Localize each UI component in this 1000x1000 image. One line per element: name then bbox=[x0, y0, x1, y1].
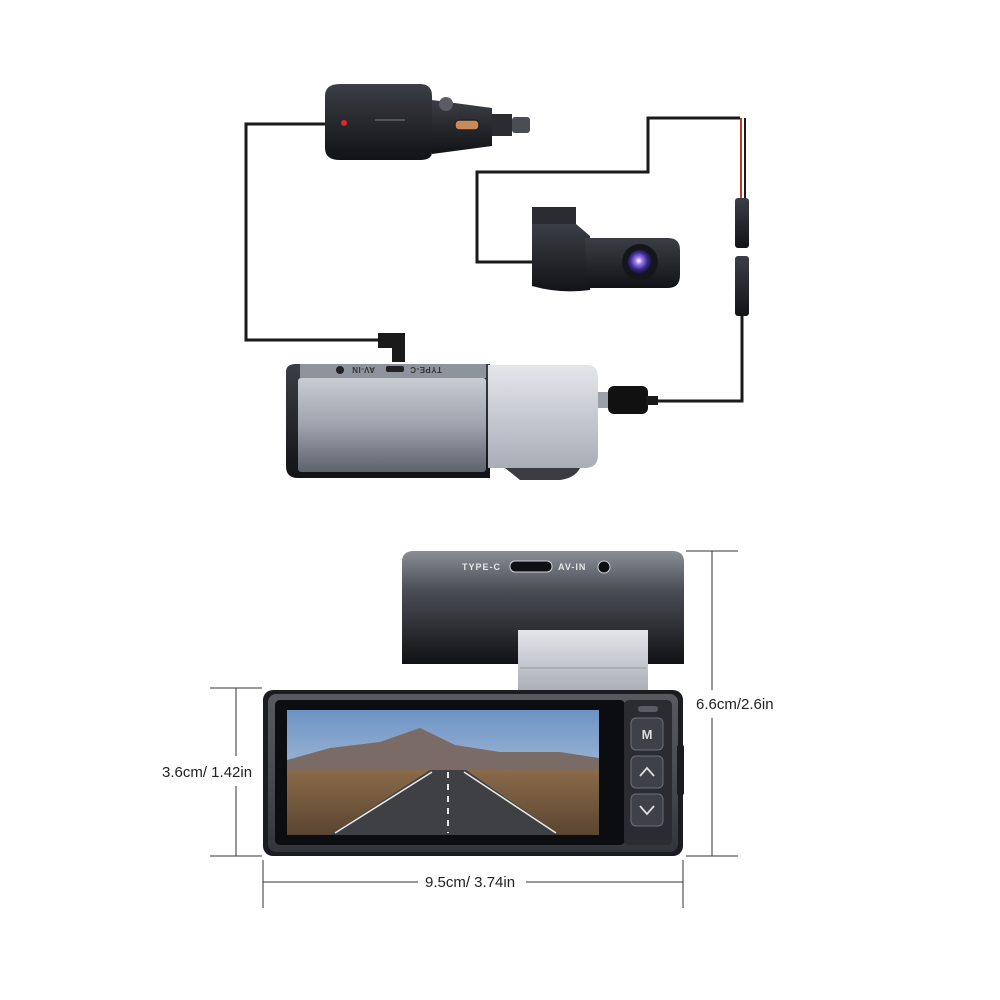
chevron-down-icon bbox=[639, 805, 655, 816]
camera-lens bbox=[628, 250, 652, 274]
menu-button-label: M bbox=[642, 727, 653, 742]
width-label: 9.5cm/ 3.74in bbox=[425, 874, 515, 891]
wiring-diagram: AV-IN TYPE-C bbox=[244, 84, 749, 480]
down-button[interactable] bbox=[630, 793, 664, 827]
menu-button[interactable]: M bbox=[630, 717, 664, 751]
av-in-label-small: AV-IN bbox=[352, 365, 375, 374]
usb-c-plug-icon bbox=[598, 386, 658, 414]
type-c-label: TYPE-C bbox=[462, 562, 501, 572]
dimension-view: TYPE-C AV-IN M bbox=[162, 550, 774, 908]
av-in-label: AV-IN bbox=[558, 562, 586, 572]
inline-connector-top bbox=[735, 198, 749, 248]
chevron-up-icon bbox=[639, 766, 655, 777]
total-height-label: 6.6cm/2.6in bbox=[696, 696, 774, 713]
screen-height-label: 3.6cm/ 1.42in bbox=[162, 764, 252, 781]
led-indicator bbox=[341, 120, 347, 126]
dimension-lines bbox=[210, 550, 738, 908]
dash-cam-front: M bbox=[263, 690, 684, 856]
screen-display bbox=[287, 710, 599, 835]
type-c-port bbox=[509, 560, 553, 573]
rear-camera-icon bbox=[532, 207, 680, 292]
av-in-port bbox=[597, 560, 611, 574]
rear-camera-cable bbox=[475, 116, 740, 264]
type-c-label-small: TYPE-C bbox=[410, 365, 442, 374]
windshield-mount: TYPE-C AV-IN bbox=[402, 551, 684, 692]
dash-cam-side-view: AV-IN TYPE-C bbox=[286, 333, 658, 480]
inline-connector-bottom bbox=[735, 256, 749, 316]
power-cable bbox=[244, 122, 378, 342]
status-led bbox=[638, 706, 658, 712]
up-button[interactable] bbox=[630, 755, 664, 789]
car-charger-icon bbox=[325, 84, 530, 160]
